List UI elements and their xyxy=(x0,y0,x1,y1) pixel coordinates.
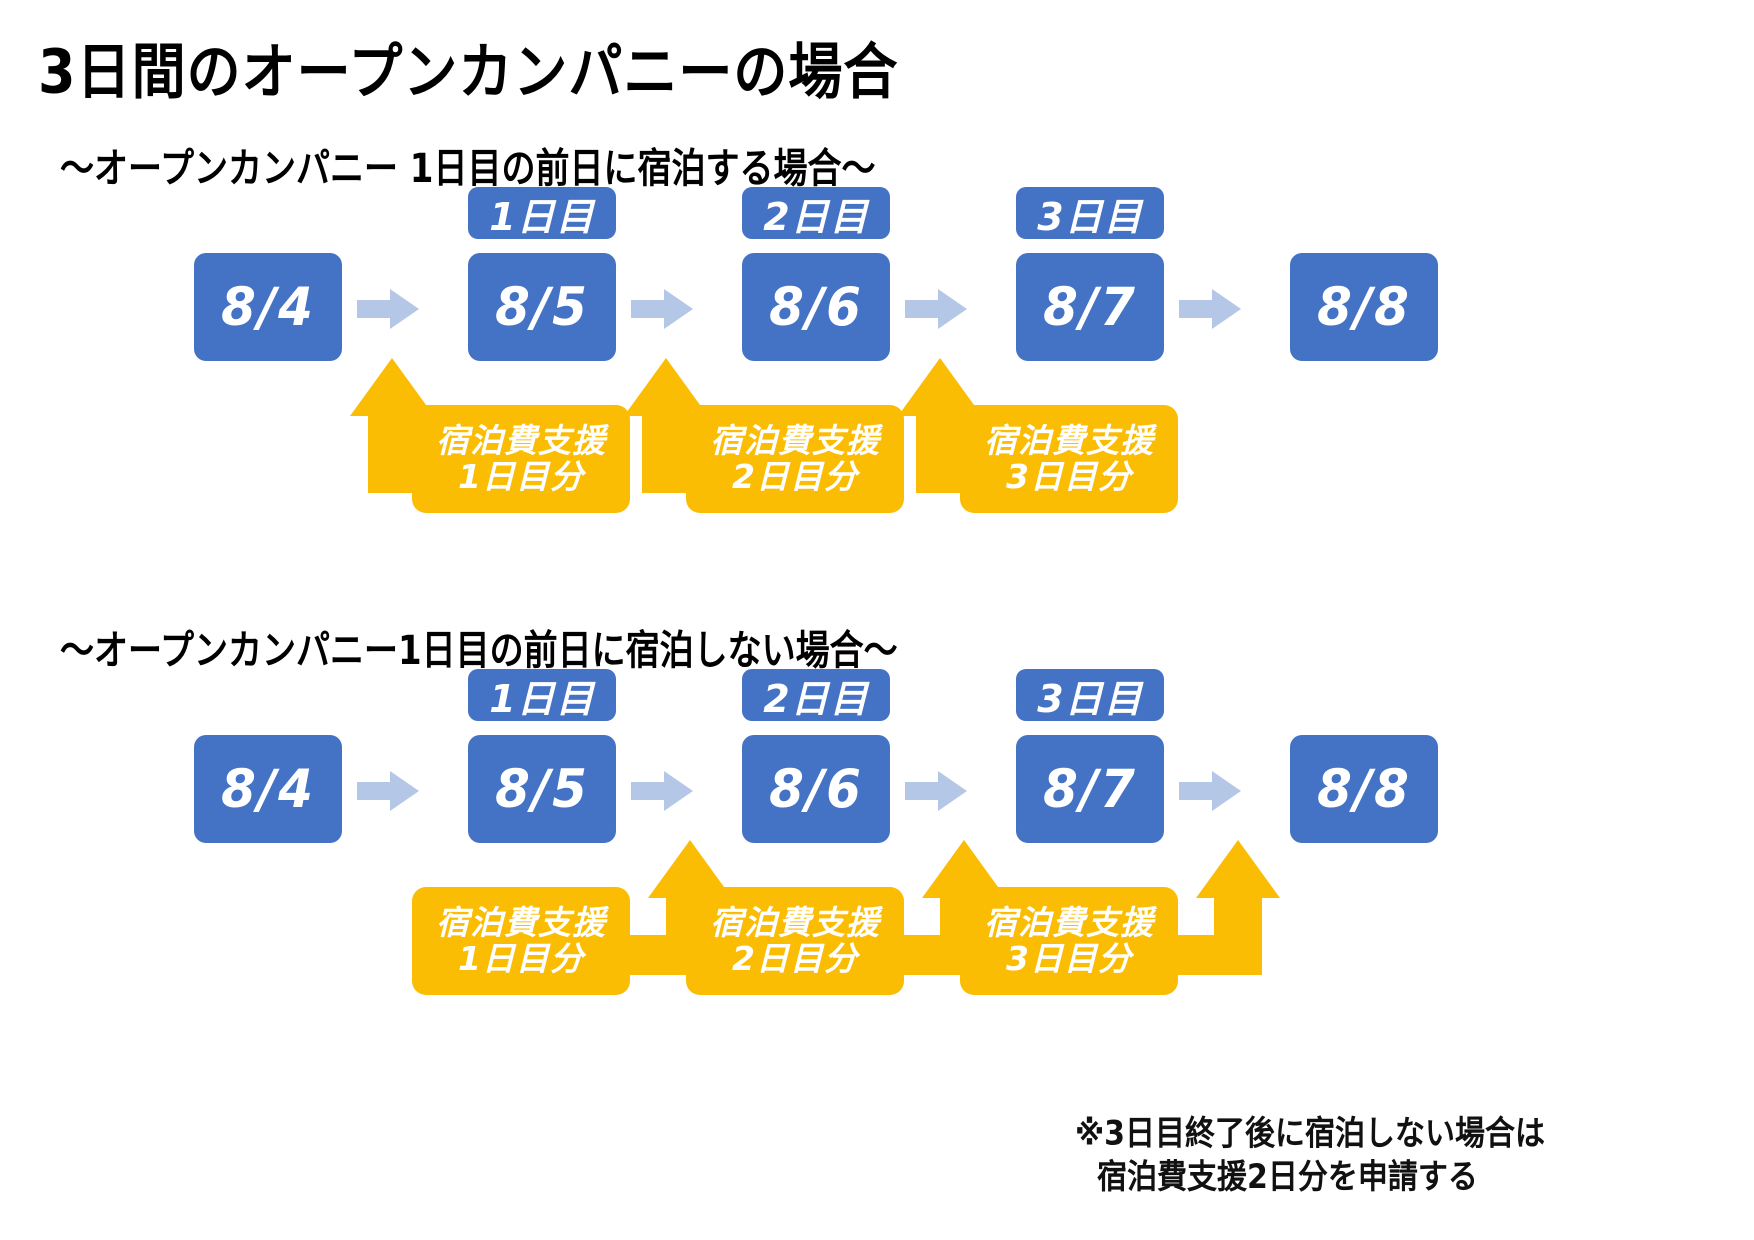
date-box-8-5: 8/5 xyxy=(468,735,616,843)
date-box-8-4: 8/4 xyxy=(194,735,342,843)
support-box-1: 宿泊費支援 1日目分 xyxy=(412,405,630,513)
date-box-8-8: 8/8 xyxy=(1290,253,1438,361)
day-badge-1: 1日目 xyxy=(468,669,616,721)
date-label: 8/7 xyxy=(1043,276,1137,338)
date-label: 8/8 xyxy=(1317,276,1411,338)
support-box-2-line2: 2日目分 xyxy=(732,457,858,496)
support-box-1-line1: 宿泊費支援 xyxy=(436,903,606,943)
date-label: 8/5 xyxy=(495,758,589,820)
support-box-1-line1: 宿泊費支援 xyxy=(436,421,606,461)
date-box-8-5: 8/5 xyxy=(468,253,616,361)
footnote-line-1: ※3日目終了後に宿泊しない場合は xyxy=(1075,1114,1546,1154)
date-label: 8/6 xyxy=(769,758,863,820)
date-label: 8/6 xyxy=(769,276,863,338)
day-badge-2: 2日目 xyxy=(742,187,890,239)
footnote-line-2: 宿泊費支援2日分を申請する xyxy=(1097,1157,1478,1198)
support-box-3-line1: 宿泊費支援 xyxy=(984,903,1154,943)
day-badge-1-label: 1日目 xyxy=(489,676,595,721)
date-box-8-6: 8/6 xyxy=(742,735,890,843)
support-box-1-line2: 1日目分 xyxy=(458,457,584,496)
section-2-timeline: 1日目 2日目 3日目 8/4 8/5 8/6 8/7 8/8 xyxy=(158,669,1618,995)
footnote: ※3日目終了後に宿泊しない場合は 宿泊費支援2日分を申請する xyxy=(1075,1112,1545,1199)
date-label: 8/5 xyxy=(495,276,589,338)
date-label: 8/4 xyxy=(221,758,315,820)
support-box-2: 宿泊費支援 2日目分 xyxy=(686,405,904,513)
date-box-8-7: 8/7 xyxy=(1016,735,1164,843)
day-badge-1: 1日目 xyxy=(468,187,616,239)
day-badge-3-label: 3日目 xyxy=(1037,194,1143,239)
date-box-8-8: 8/8 xyxy=(1290,735,1438,843)
day-badge-2: 2日目 xyxy=(742,669,890,721)
day-badge-3-label: 3日目 xyxy=(1037,676,1143,721)
support-box-3: 宿泊費支援 3日目分 xyxy=(960,887,1178,995)
day-badge-1-label: 1日目 xyxy=(489,194,595,239)
support-box-2-line2: 2日目分 xyxy=(732,939,858,978)
date-label: 8/7 xyxy=(1043,758,1137,820)
support-box-2: 宿泊費支援 2日目分 xyxy=(686,887,904,995)
date-box-8-7: 8/7 xyxy=(1016,253,1164,361)
support-box-3-line1: 宿泊費支援 xyxy=(984,421,1154,461)
section-1-subtitle: 〜オープンカンパニー 1日目の前日に宿泊する場合〜 xyxy=(60,145,876,193)
support-box-1: 宿泊費支援 1日目分 xyxy=(412,887,630,995)
chevron-right-icon-4 xyxy=(1179,771,1241,811)
chevron-right-icon-2 xyxy=(631,289,693,329)
support-box-3: 宿泊費支援 3日目分 xyxy=(960,405,1178,513)
support-box-2-line1: 宿泊費支援 xyxy=(710,903,880,943)
chevron-right-icon-1 xyxy=(357,289,419,329)
date-label: 8/8 xyxy=(1317,758,1411,820)
section-1-timeline: 1日目 2日目 3日目 8/4 8/5 8/6 8/7 8/8 xyxy=(158,187,1618,513)
day-badge-2-label: 2日目 xyxy=(763,676,869,721)
support-box-3-line2: 3日目分 xyxy=(1006,457,1132,496)
chevron-right-icon-3 xyxy=(905,771,967,811)
date-box-8-6: 8/6 xyxy=(742,253,890,361)
date-box-8-4: 8/4 xyxy=(194,253,342,361)
chevron-right-icon-1 xyxy=(357,771,419,811)
date-label: 8/4 xyxy=(221,276,315,338)
day-badge-3: 3日目 xyxy=(1016,669,1164,721)
elbow-arrow-up-right-3 xyxy=(1172,840,1280,975)
chevron-right-icon-2 xyxy=(631,771,693,811)
support-box-3-line2: 3日目分 xyxy=(1006,939,1132,978)
chevron-right-icon-4 xyxy=(1179,289,1241,329)
day-badge-3: 3日目 xyxy=(1016,187,1164,239)
section-2-subtitle: 〜オープンカンパニー1日目の前日に宿泊しない場合〜 xyxy=(60,627,898,675)
support-box-2-line1: 宿泊費支援 xyxy=(710,421,880,461)
page-title: 3日間のオープンカンパニーの場合 xyxy=(38,36,899,108)
chevron-right-icon-3 xyxy=(905,289,967,329)
support-box-1-line2: 1日目分 xyxy=(458,939,584,978)
day-badge-2-label: 2日目 xyxy=(763,194,869,239)
